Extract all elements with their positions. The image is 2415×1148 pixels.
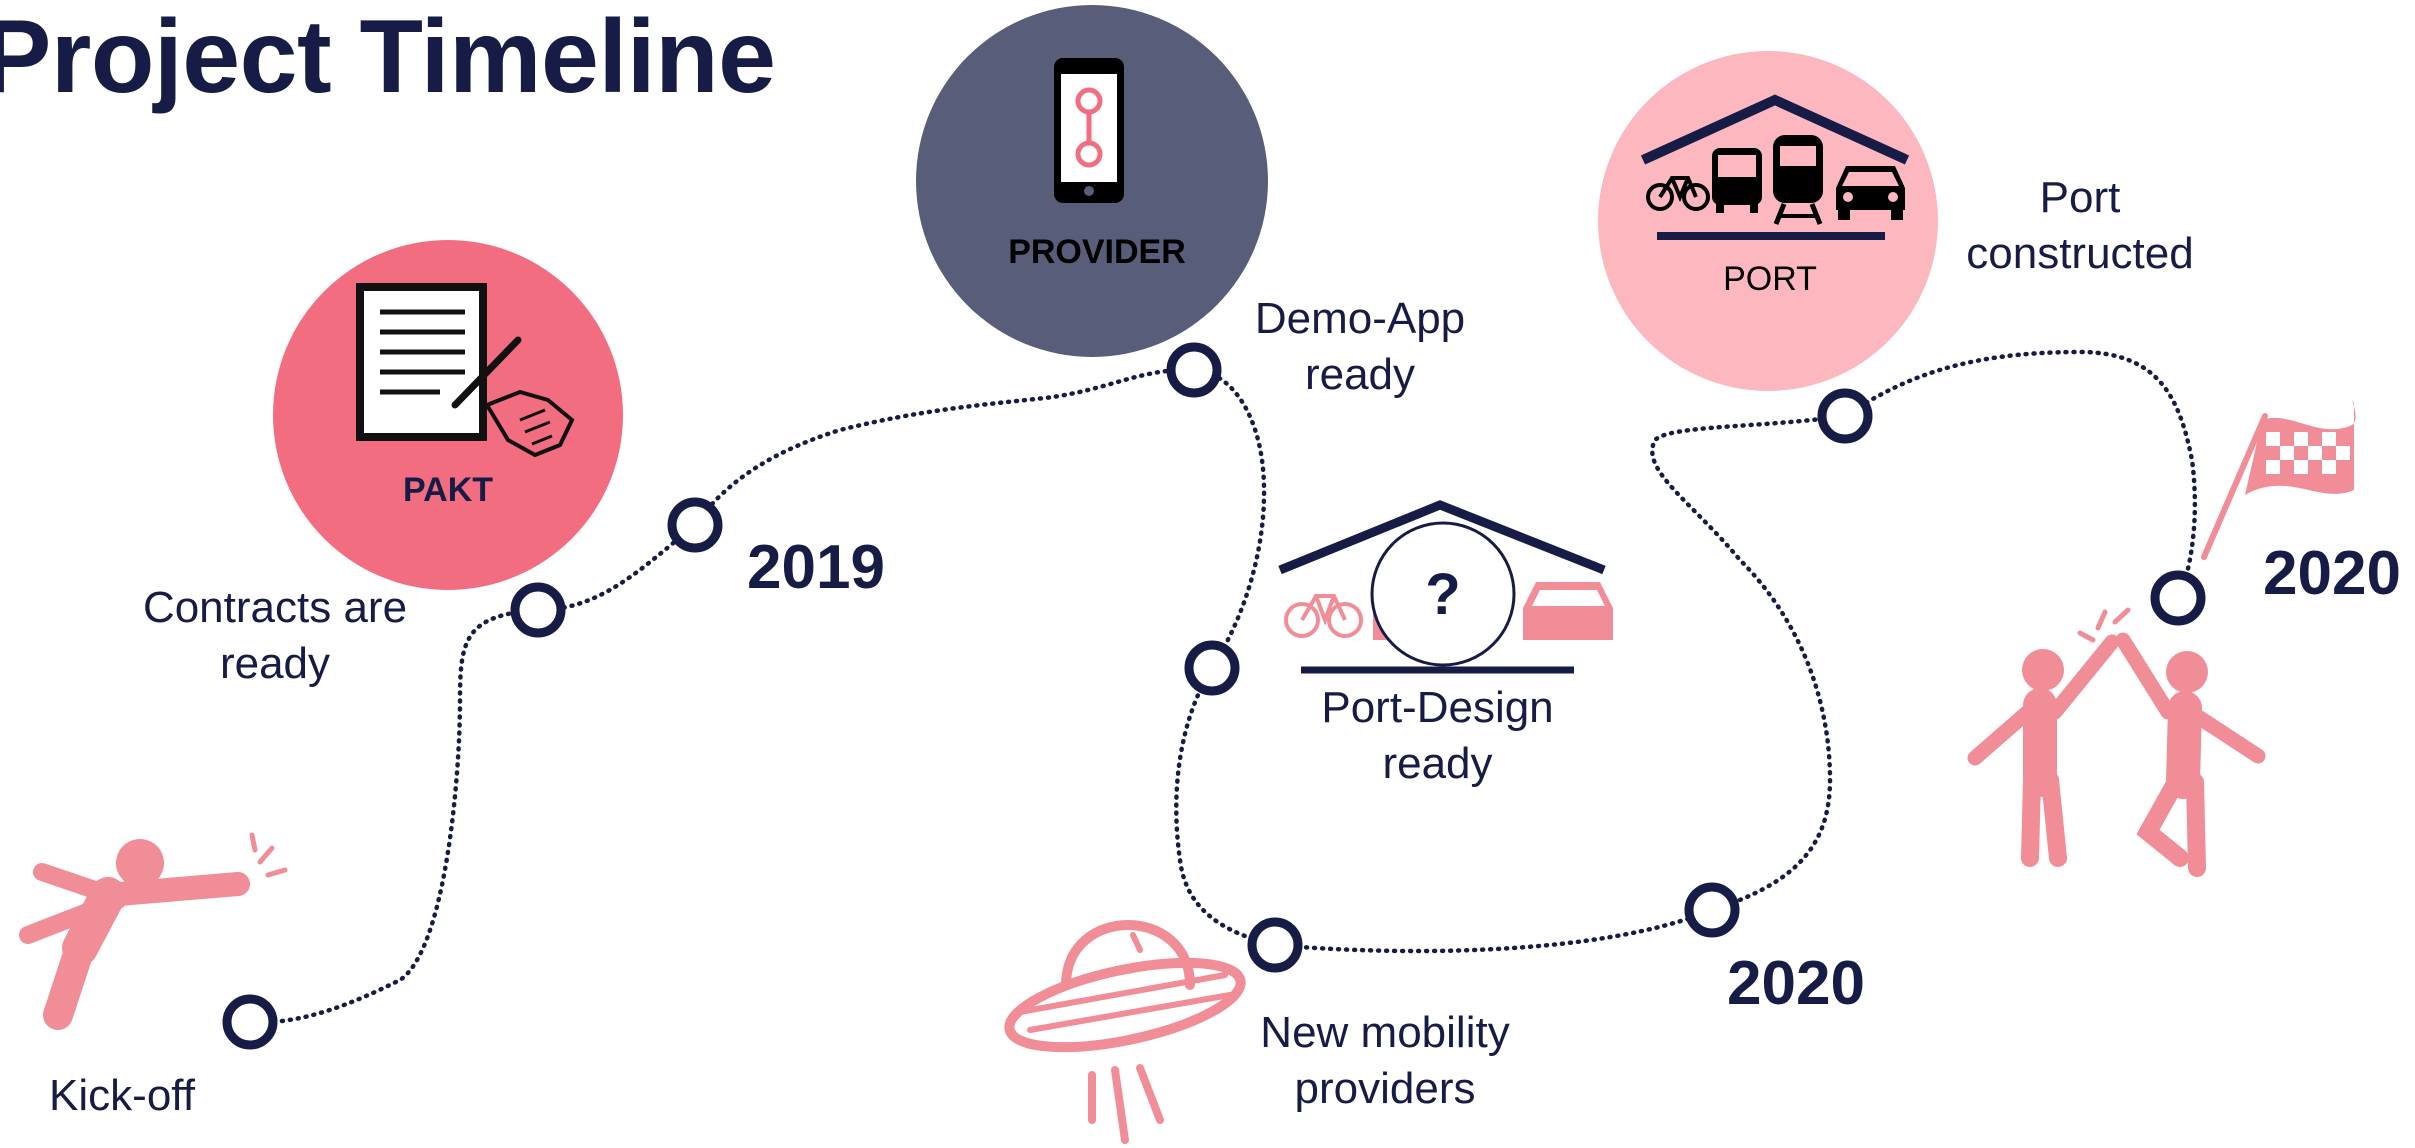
ufo-icon [1004, 920, 1246, 1144]
year-2020-final-label: 2020 [2263, 539, 2401, 608]
year-2020-label: 2020 [1727, 949, 1865, 1018]
milestone-new-providers-label: New mobility providers [1230, 1005, 1540, 1117]
question-bubble [1370, 521, 1516, 667]
label-line: ready [219, 639, 331, 688]
label-line: New mobility [1260, 1008, 1510, 1057]
milestone-port-design-label: Port-Design ready [1285, 680, 1590, 792]
milestone-kickoff-marker [222, 994, 278, 1050]
page-title: Project Timeline [0, 0, 776, 115]
kicking-person-icon [19, 832, 288, 1030]
milestone-port-design-marker [1184, 640, 1240, 696]
mobility-hub-icon [1640, 94, 1910, 240]
contract-handshake-icon [356, 283, 575, 458]
milestone-port-constructed-label: Port constructed [1935, 170, 2225, 282]
milestone-contracts-marker [510, 582, 566, 638]
provider-badge: PROVIDER [916, 5, 1268, 357]
milestone-markers [222, 342, 2206, 1050]
checkered-flag-icon [2201, 400, 2356, 560]
milestone-2019-marker [667, 497, 723, 553]
bike-icon [1284, 594, 1363, 638]
milestone-demo-app-marker [1166, 342, 1222, 398]
label-line: ready [1382, 739, 1493, 788]
milestone-contracts-label: Contracts are ready [110, 580, 440, 692]
label-line: Demo-App [1254, 294, 1466, 343]
label-line: Port-Design [1321, 683, 1554, 732]
milestone-kickoff-label: Kick-off [40, 1068, 204, 1124]
smartphone-route-icon [1054, 58, 1124, 203]
port-label: PORT [1723, 260, 1817, 298]
label-line: constructed [1966, 229, 2194, 278]
year-2019-label: 2019 [747, 533, 885, 602]
question-mark: ? [1425, 562, 1460, 627]
milestone-2020-marker [1684, 882, 1740, 938]
label-line: Contracts are [142, 583, 408, 632]
milestone-final-marker [2150, 570, 2206, 626]
pakt-badge: PAKT [273, 240, 623, 590]
port-design-illustration: ? [1278, 500, 1613, 674]
pakt-label: PAKT [403, 471, 493, 509]
milestone-new-providers-marker [1247, 917, 1303, 973]
milestone-port-constructed-marker [1817, 388, 1873, 444]
label-line: providers [1294, 1064, 1476, 1113]
milestone-demo-app-label: Demo-App ready [1230, 291, 1490, 403]
label-line: Port [2039, 173, 2121, 222]
provider-label: PROVIDER [1008, 233, 1186, 271]
high-five-icon [1967, 607, 2266, 877]
port-badge: PORT [1598, 51, 1938, 391]
label-line: Kick-off [49, 1071, 195, 1120]
label-line: ready [1304, 350, 1416, 399]
